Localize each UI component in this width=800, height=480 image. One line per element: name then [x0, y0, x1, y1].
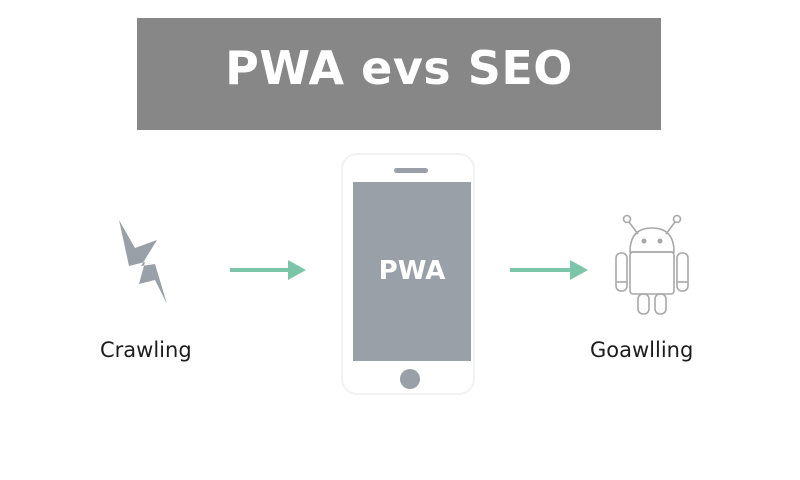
- title-text: PWA evs SEO: [225, 41, 573, 95]
- phone-screen: PWA: [353, 182, 471, 361]
- arrow-right-icon: [510, 260, 588, 280]
- lightning-bolt-icon: [119, 220, 167, 304]
- crawling-label: Crawling: [100, 338, 192, 362]
- goawlling-label: Goawlling: [590, 338, 694, 362]
- arrow-right-icon: [230, 260, 306, 280]
- phone-speaker: [394, 168, 428, 173]
- smartphone-icon: PWA: [341, 153, 475, 395]
- phone-home-button: [400, 369, 420, 389]
- title-banner: PWA evs SEO: [137, 18, 661, 130]
- phone-screen-label: PWA: [378, 255, 446, 286]
- android-robot-icon: [615, 214, 689, 315]
